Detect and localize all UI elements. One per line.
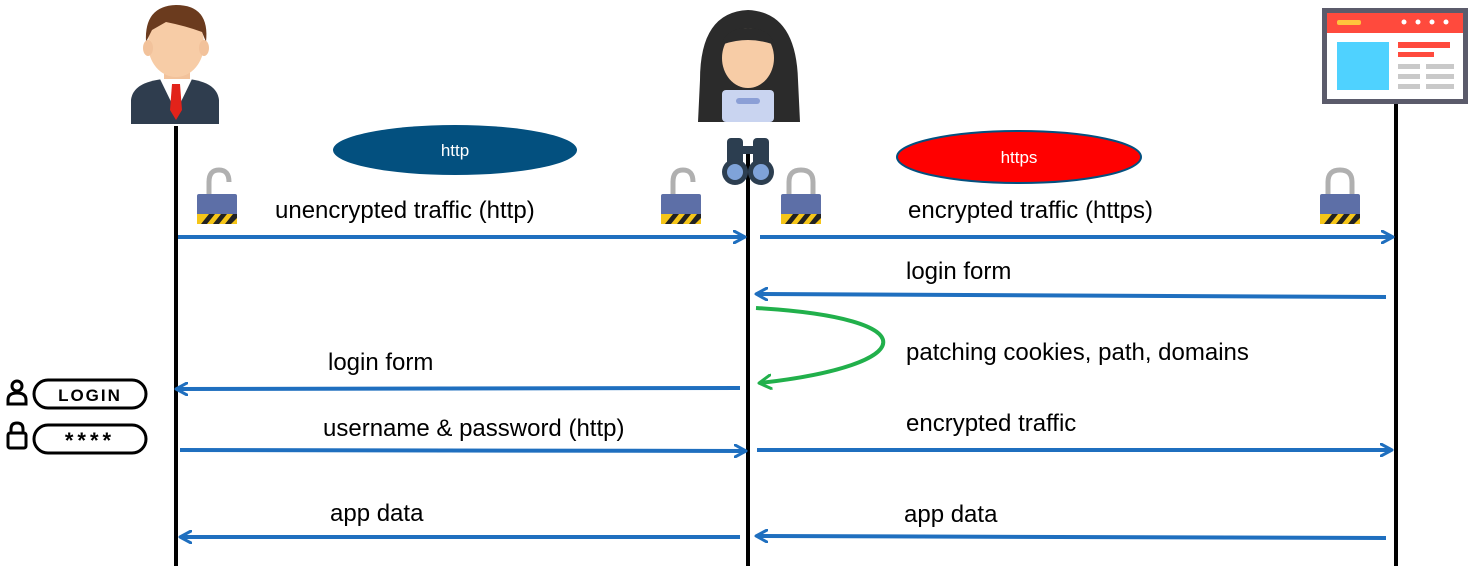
arrow-server-login-form	[757, 294, 1387, 297]
patch-arrow	[755, 306, 886, 383]
arrow-attacker-login-form	[177, 388, 741, 389]
login-form-server-label: login form	[906, 258, 1011, 285]
login-text: LOGIN	[58, 386, 122, 405]
arrow-server-app-data	[757, 536, 1387, 538]
lock-icon	[6, 421, 28, 450]
password-mask-text: ****	[65, 428, 115, 453]
hooded-hacker-icon	[698, 10, 800, 122]
login-form-victim-label: login form	[328, 349, 433, 376]
http-badge: http	[333, 125, 577, 175]
user-icon	[6, 379, 28, 406]
login-field-widget: LOGIN	[6, 378, 148, 410]
http-label: http	[441, 141, 469, 160]
unencrypted-traffic-label: unencrypted traffic (http)	[275, 197, 535, 224]
app-data-right-label: app data	[904, 501, 998, 528]
app-data-left-label: app data	[330, 500, 424, 527]
closed-padlock-icon	[781, 167, 821, 224]
open-padlock-icon	[661, 167, 701, 224]
encrypted-traffic-label: encrypted traffic	[906, 410, 1076, 437]
patching-label: patching cookies, path, domains	[906, 339, 1249, 366]
encrypted-https-label: encrypted traffic (https)	[908, 197, 1153, 224]
https-label: https	[1001, 148, 1038, 167]
businessman-icon	[131, 5, 219, 124]
credentials-label: username & password (http)	[323, 415, 624, 442]
web-page-icon	[1322, 8, 1468, 104]
open-padlock-icon	[197, 167, 237, 224]
arrow-victim-credentials	[179, 450, 745, 451]
password-field-widget: ****	[6, 421, 148, 455]
binoculars-icon	[722, 138, 774, 185]
https-badge: https	[896, 130, 1142, 184]
closed-padlock-icon	[1320, 167, 1360, 224]
